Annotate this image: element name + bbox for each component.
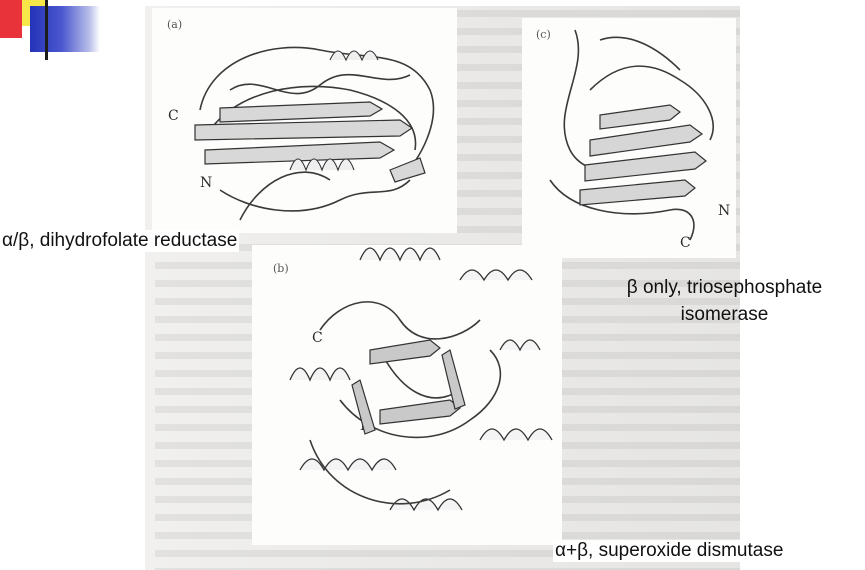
caption-triosephosphate-isomerase: β only, triosephosphate isomerase [580, 274, 865, 328]
panel-a-c-terminus: C [168, 108, 179, 124]
caption-dihydrofolate-reductase: α/β, dihydrofolate reductase [0, 230, 239, 252]
triosephosphate-isomerase-ribbon [530, 30, 730, 250]
superoxide-dismutase-ribbon [280, 240, 560, 540]
logo-blue-square [30, 6, 100, 52]
logo-divider-line [45, 0, 48, 60]
caption-superoxide-dismutase: α+β, superoxide dismutase [553, 540, 785, 562]
dihydrofolate-reductase-ribbon [180, 30, 450, 230]
logo-red-square [0, 0, 22, 38]
